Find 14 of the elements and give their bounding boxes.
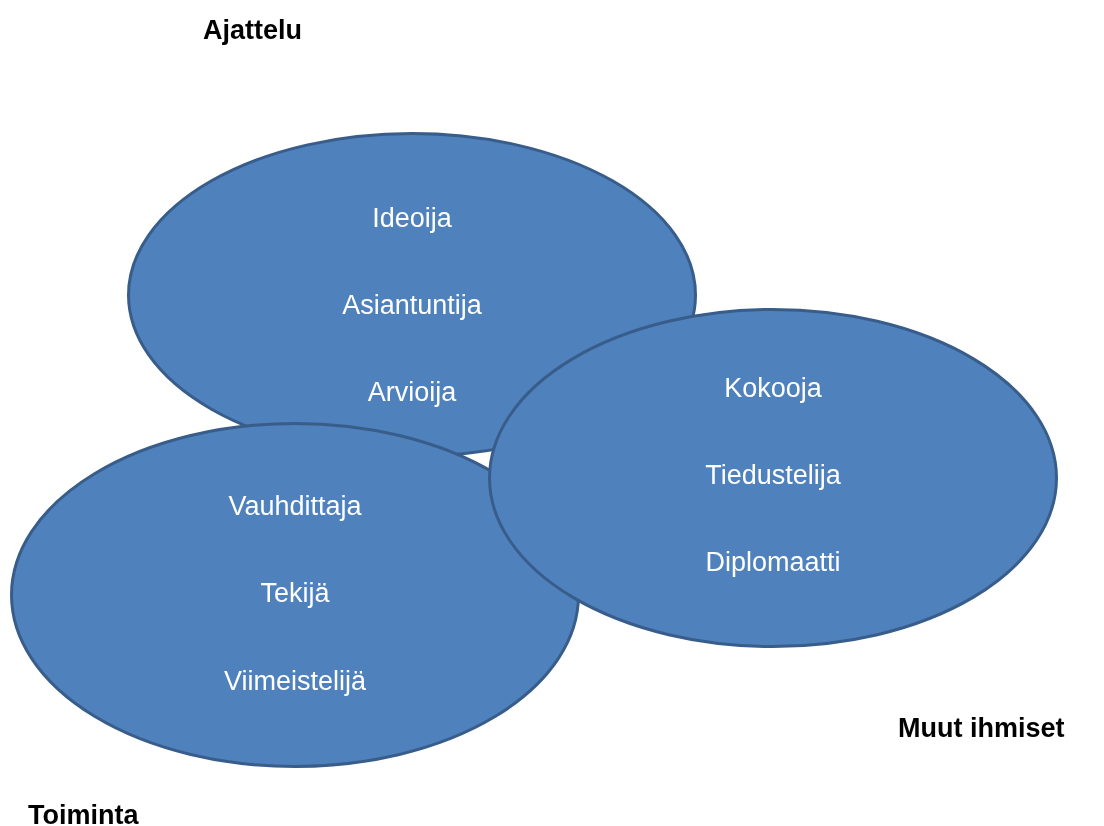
role-text: Tekijä	[259, 577, 331, 609]
role-text: Asiantuntija	[341, 289, 483, 321]
role-text: Ideoija	[371, 202, 453, 234]
ellipse	[488, 308, 1058, 648]
role-text: Diplomaatti	[704, 546, 842, 578]
role-text: Arvioija	[366, 376, 458, 408]
role-text: Tiedustelija	[704, 459, 842, 491]
role-text: Kokooja	[723, 372, 823, 404]
role-text: Viimeistelijä	[222, 665, 368, 697]
axis-label: Toiminta	[28, 799, 139, 826]
ellipse	[10, 422, 580, 768]
role-text: Vauhdittaja	[227, 490, 363, 522]
axis-label: Ajattelu	[203, 14, 302, 46]
axis-label: Muut ihmiset	[898, 712, 1065, 744]
